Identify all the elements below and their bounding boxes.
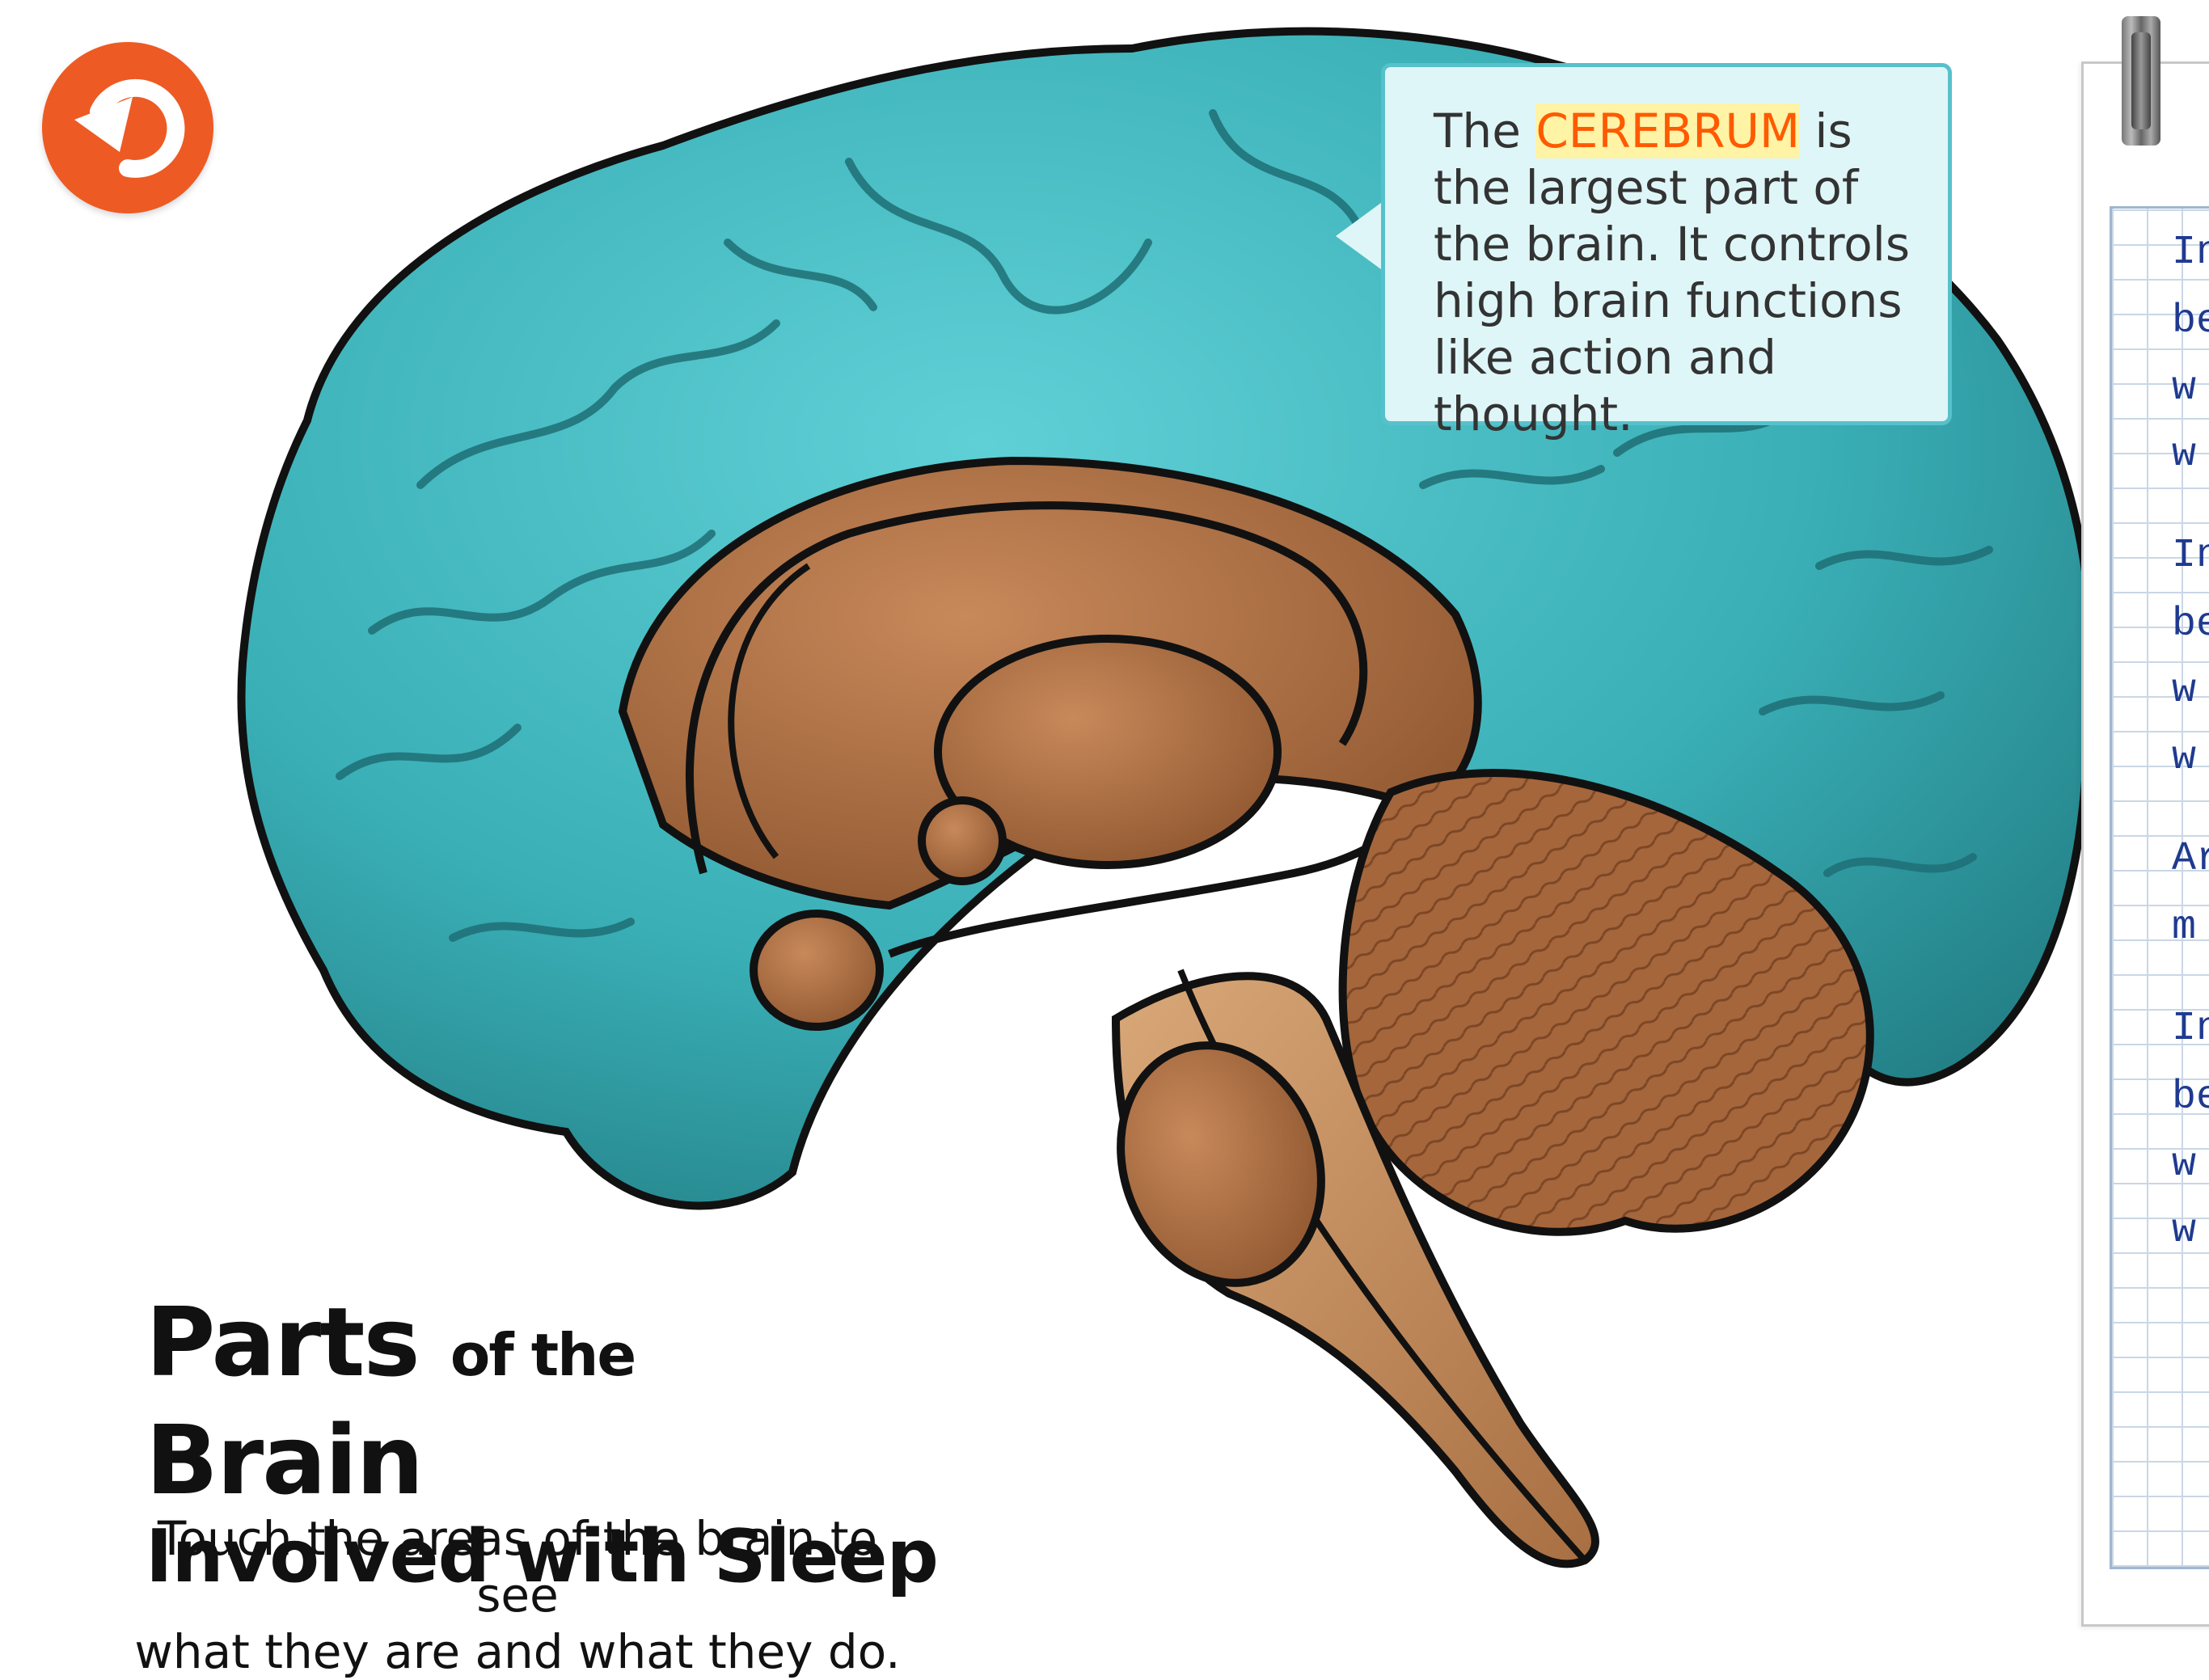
- notebook-line: w: [2172, 1142, 2197, 1188]
- hypothalamus-region[interactable]: [918, 796, 1007, 885]
- notebook-line: be: [2172, 602, 2209, 648]
- binder-clip-inner: [2131, 32, 2151, 129]
- callout-tail: [1336, 201, 1384, 272]
- pons-region[interactable]: [1088, 1017, 1354, 1311]
- title-line-2: Involved with Sleep: [146, 1514, 939, 1599]
- notebook-line: In: [2172, 533, 2209, 579]
- callout-text: is the largest part of the brain. It con…: [1434, 103, 1911, 441]
- thalamus-region[interactable]: [934, 635, 1282, 869]
- notebook-line: w: [2172, 365, 2197, 412]
- page-title: Parts of the Brain Involved with Sleep: [146, 1290, 939, 1602]
- notebook-line: In: [2172, 1006, 2209, 1052]
- notebook-line: w: [2172, 668, 2197, 714]
- notebook-grid: [2110, 206, 2209, 1569]
- notebook-line: be: [2172, 1074, 2209, 1121]
- callout-term: CEREBRUM: [1535, 103, 1800, 158]
- pituitary-region[interactable]: [750, 910, 884, 1031]
- title-word-of-the: of the: [450, 1321, 636, 1389]
- notebook-panel[interactable]: [2081, 61, 2209, 1627]
- callout-prefix: The: [1434, 103, 1536, 158]
- instructions-line-2: what they are and what they do.: [134, 1624, 901, 1679]
- notebook-line: Ar: [2172, 836, 2209, 882]
- instructions-text: Touch the areas of the brain to see what…: [129, 1510, 906, 1680]
- cerebrum-info-callout: The CEREBRUM is the largest part of the …: [1381, 63, 1952, 441]
- title-word-parts: Parts: [146, 1286, 420, 1398]
- notebook-line: m: [2172, 905, 2197, 951]
- notebook-line: In: [2172, 230, 2209, 276]
- back-button[interactable]: [42, 42, 213, 213]
- notebook-line: be: [2172, 298, 2209, 344]
- notebook-line: w: [2172, 735, 2197, 781]
- notebook-line: w: [2172, 432, 2197, 478]
- notebook-line: w: [2172, 1208, 2197, 1254]
- title-line-1: Parts of the Brain: [146, 1290, 938, 1513]
- instructions-line-1: Touch the areas of the brain to see: [157, 1511, 878, 1623]
- back-arrow-icon: [74, 78, 185, 178]
- title-word-brain: Brain: [146, 1404, 424, 1516]
